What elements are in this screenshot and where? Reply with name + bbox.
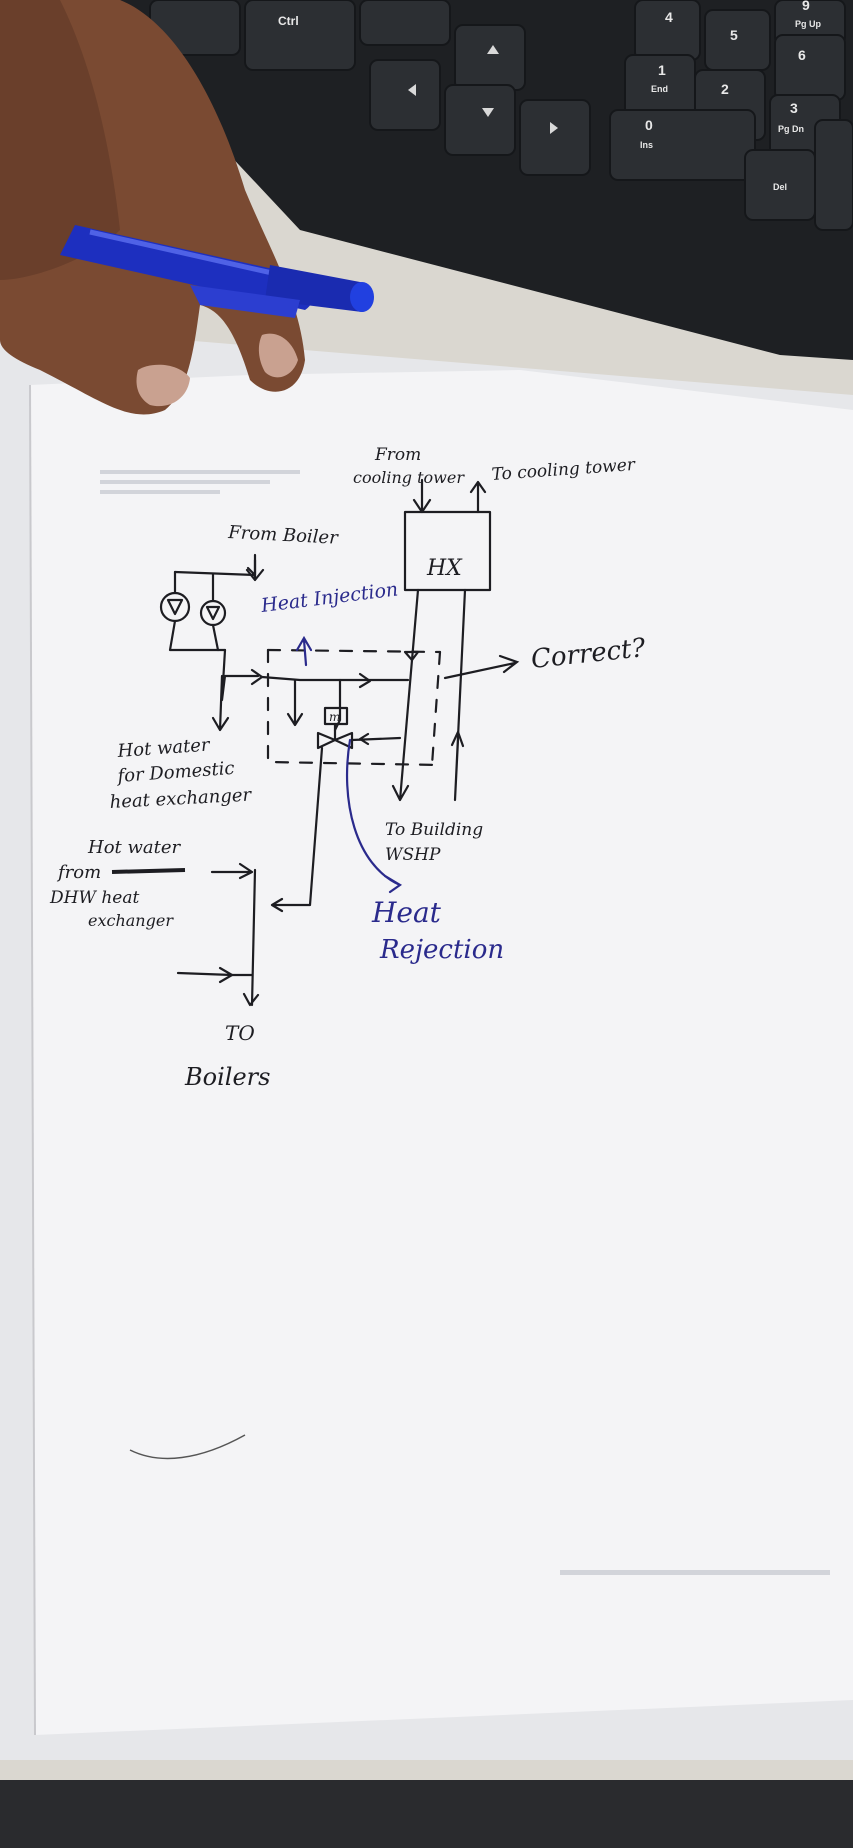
pump-2-triangle <box>205 605 221 621</box>
valve-actuator <box>323 706 349 726</box>
arrow-down-glyph <box>482 108 494 117</box>
heat-injection-arrow <box>295 635 313 667</box>
hand-shadow <box>0 0 120 280</box>
key-label-5: 5 <box>730 27 738 43</box>
paper-sheet <box>30 370 853 1735</box>
hx-return-line <box>453 588 467 802</box>
supply-to-loop <box>260 675 410 682</box>
thumb-nail <box>136 364 190 407</box>
key-left <box>369 59 441 131</box>
desk-bottom-dark <box>0 1780 853 1848</box>
key-num-0 <box>609 109 756 181</box>
key-label-pgup: Pg Up <box>795 19 822 29</box>
key-label-end: End <box>651 84 668 94</box>
label-hot-water-from-3: DHW heat <box>49 888 139 908</box>
bleed-line-1 <box>100 470 300 474</box>
bleed-line-2 <box>100 480 270 484</box>
pen-clip <box>190 285 300 318</box>
key-ctrl <box>244 0 356 71</box>
label-hot-water-from-1: Hot water <box>87 837 182 858</box>
bleedthrough-text <box>100 470 830 1575</box>
key-label-1: 1 <box>658 62 666 78</box>
stray-pen-stroke <box>129 1434 246 1460</box>
keyboard-key-labels: Ctrl 4 5 9 Pg Up 6 1 End 2 0 Ins 3 Pg Dn… <box>278 0 822 192</box>
label-hot-water-from-2: from <box>56 862 101 883</box>
finger-nail <box>258 333 298 378</box>
pen-highlight <box>89 229 291 280</box>
key-label-2: 2 <box>721 81 729 97</box>
hvac-sketch <box>159 478 492 1007</box>
correct-arrow <box>443 654 520 680</box>
label-hot-water-from-4: exchanger <box>88 911 174 930</box>
key-label-0: 0 <box>645 117 653 133</box>
key-label-ctrl: Ctrl <box>278 14 299 28</box>
from-boiler-arrow <box>245 553 265 582</box>
bleed-line-4 <box>560 1570 830 1575</box>
label-to-building: To Building <box>385 820 483 840</box>
paper-shadow-edge <box>29 384 36 1736</box>
supply-header <box>220 648 260 702</box>
key-down <box>444 84 516 156</box>
key-right <box>519 99 591 176</box>
key-num-6 <box>774 34 846 101</box>
key-shift <box>359 0 451 46</box>
key-label-3: 3 <box>790 100 798 116</box>
keyboard-arrow-glyphs <box>408 45 558 134</box>
pump-1-riser <box>168 570 227 652</box>
arrow-left-glyph <box>408 84 416 96</box>
label-cooling-tower: cooling tower <box>353 468 465 487</box>
keyboard: Ctrl 4 5 9 Pg Up 6 1 End 2 0 Ins 3 Pg Dn… <box>120 0 853 360</box>
keyboard-keys <box>149 0 853 231</box>
label-heat: Heat <box>371 896 442 929</box>
key-num-enter <box>814 119 853 231</box>
hx-box <box>403 510 492 592</box>
heat-rejection-curve <box>345 738 403 894</box>
label-wshp: WSHP <box>385 845 441 865</box>
valve-return-line <box>270 746 324 913</box>
key-label-4: 4 <box>665 9 673 25</box>
label-rejection: Rejection <box>379 935 504 965</box>
from-cooling-tower-arrow <box>412 478 432 514</box>
strikethrough-scribble <box>111 868 186 874</box>
label-valve-m: m <box>329 710 340 724</box>
pump-2-riser <box>211 572 220 652</box>
key-label-ins: Ins <box>640 140 653 150</box>
key-up <box>454 24 526 91</box>
valve-to-loop <box>350 732 402 746</box>
pump-1-triangle <box>166 598 184 616</box>
label-boilers: Boilers <box>184 1063 270 1091</box>
dhw-return-arrow <box>210 862 254 880</box>
hand <box>0 0 305 415</box>
arrow-right-glyph <box>550 122 558 134</box>
key-label-pgdn: Pg Dn <box>778 124 804 134</box>
inner-loop-right <box>333 678 342 732</box>
pen-barrel <box>60 225 315 310</box>
arrow-up-glyph <box>487 45 499 54</box>
dashed-loop-right <box>430 650 442 767</box>
dhw-supply <box>211 674 230 732</box>
key-label-del: Del <box>773 182 787 192</box>
pen-tip-cap <box>350 282 374 312</box>
supply-to-loop-arrow <box>358 672 372 689</box>
boilers-return-line <box>242 868 260 1007</box>
inner-loop-left <box>286 678 304 727</box>
label-from: From <box>374 445 421 465</box>
pen <box>60 225 374 318</box>
label-hx: HX <box>426 556 463 581</box>
blue-annotations <box>295 635 403 894</box>
dashed-loop-left <box>266 648 442 767</box>
to-cooling-tower-arrow <box>469 480 487 514</box>
label-to: TO <box>225 1021 255 1045</box>
hx-return-arrow <box>450 730 465 748</box>
key-label-6: 6 <box>798 47 806 63</box>
bleed-line-3 <box>100 490 220 494</box>
key-label-9: 9 <box>802 0 810 13</box>
